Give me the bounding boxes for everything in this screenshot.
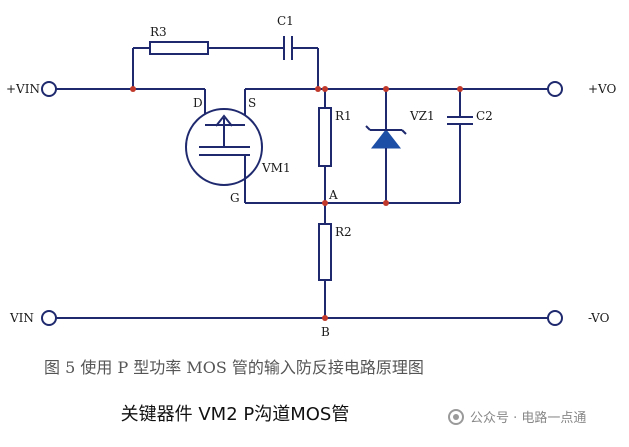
terminal-label-vo-neg: -VO	[588, 311, 610, 325]
terminal-vin-neg	[41, 310, 57, 326]
junction-dot	[457, 86, 463, 92]
label-r2: R2	[335, 225, 352, 239]
label-c1: C1	[277, 14, 294, 28]
r3-c1-branch	[132, 36, 319, 89]
terminal-vo-pos	[547, 81, 563, 97]
node-label-a: A	[328, 188, 338, 202]
pin-label-gate: G	[230, 191, 240, 205]
junction-dot	[315, 86, 321, 92]
watermark: 公众号 · 电路一点通	[448, 407, 586, 426]
resistor-r2-branch	[318, 203, 332, 318]
resistor-r1	[318, 107, 332, 167]
junction-dot	[130, 86, 136, 92]
label-r3: R3	[150, 25, 167, 39]
wechat-icon	[448, 408, 464, 425]
watermark-text: 公众号 · 电路一点通	[470, 411, 587, 426]
label-vz1: VZ1	[409, 109, 435, 123]
node-label-b: B	[321, 325, 330, 339]
terminal-label-vo-pos: +VO	[588, 82, 617, 96]
junction-dot	[383, 200, 389, 206]
zener-vz1	[365, 89, 407, 203]
top-rail	[56, 88, 548, 125]
junction-dot	[322, 200, 328, 206]
label-c2: C2	[476, 109, 493, 123]
junction-dot	[322, 86, 328, 92]
pin-label-drain: D	[193, 96, 203, 110]
label-r1: R1	[335, 109, 352, 123]
terminal-vo-neg	[547, 310, 563, 326]
circuit-schematic: +VIN VIN +VO -VO R3 C1 R1 R2 VZ1 C2 VM1 …	[6, 14, 617, 377]
resistor-r1-branch	[318, 89, 332, 203]
terminal-vin-pos	[41, 81, 57, 97]
label-vm1: VM1	[261, 161, 291, 175]
capacitor-c2	[447, 89, 473, 203]
terminal-label-vin-pos: +VIN	[6, 82, 40, 96]
junction-dot	[383, 86, 389, 92]
mosfet-vm1	[185, 108, 263, 203]
figure-caption: 图 5 使用 P 型功率 MOS 管的输入防反接电路原理图	[44, 358, 424, 377]
resistor-r2	[318, 223, 332, 281]
pin-label-source: S	[248, 96, 256, 110]
resistor-r3	[149, 41, 209, 55]
terminal-label-vin-neg: VIN	[9, 311, 34, 325]
junction-dot	[322, 315, 328, 321]
page-title: 关键器件 VM2 P沟道MOS管	[120, 404, 350, 425]
